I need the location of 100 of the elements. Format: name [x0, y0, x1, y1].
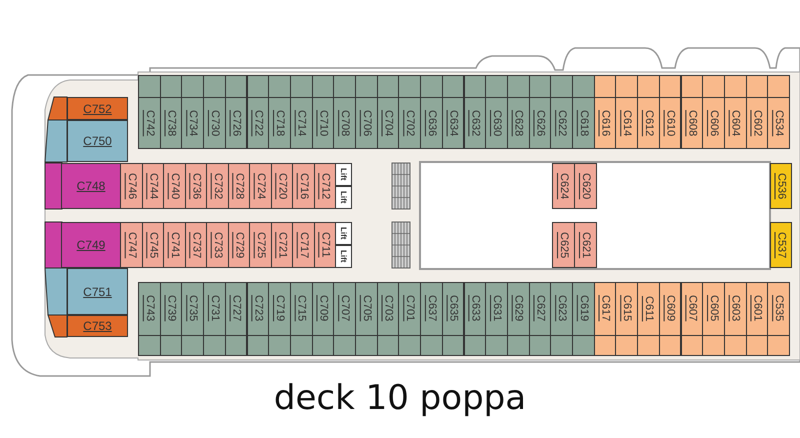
cabin: [206, 163, 228, 209]
cabin: [552, 163, 575, 209]
cabin: [464, 75, 486, 149]
cabin: [290, 75, 313, 149]
cabin: [376, 75, 400, 149]
cabin-number: C535: [773, 295, 784, 322]
cabin: [637, 75, 660, 149]
cabin: [506, 75, 530, 149]
lift-box: [335, 222, 352, 245]
cabin-number: C618: [578, 110, 589, 136]
cabin: [333, 75, 356, 149]
cabin: [658, 75, 682, 149]
cabin: [572, 282, 595, 356]
cabin: [637, 282, 660, 356]
cabin-number: C616: [600, 110, 611, 136]
cabin: [142, 163, 164, 209]
cabin-number: C624: [558, 172, 569, 200]
lift-box: [335, 245, 352, 268]
cabin-number: C617: [600, 295, 611, 322]
cabin: [767, 282, 790, 356]
cabin-number: C607: [686, 295, 698, 322]
cabin-number: C704: [382, 110, 394, 136]
cabin-number: C537: [776, 232, 786, 258]
cabin-number: C602: [751, 110, 762, 136]
cabin: [228, 163, 250, 209]
cabin: [376, 282, 400, 356]
cabin-number: C745: [147, 232, 158, 258]
cabin: [770, 163, 792, 209]
cabin-number: C629: [512, 295, 524, 322]
cabin: [249, 222, 272, 268]
cabin: [268, 75, 291, 149]
cabin-number: C750: [83, 134, 112, 148]
cabin: [464, 282, 486, 356]
cabin-number: C711: [319, 232, 330, 258]
cabin-number: C715: [296, 295, 307, 322]
cabin-number: C746: [126, 172, 137, 200]
cabin-number: C739: [166, 295, 177, 322]
cabin: [615, 75, 638, 149]
cabin: [228, 222, 250, 268]
cabin: [333, 282, 356, 356]
cabin: [680, 75, 704, 149]
cabin-number: C732: [212, 172, 223, 200]
cabin-number: C623: [556, 295, 568, 322]
cabin-number: C731: [208, 295, 220, 322]
cabin: [163, 222, 186, 268]
cabin: [746, 75, 768, 149]
cabin-number: C737: [190, 232, 202, 258]
cabin: [658, 282, 682, 356]
cabin: [312, 282, 334, 356]
cabin-number: C742: [144, 110, 155, 136]
cabin-number: C724: [254, 172, 266, 200]
cabin-number: C705: [360, 295, 372, 322]
cabin-number: C748: [76, 179, 106, 193]
cabin: [355, 282, 378, 356]
cabin-number: C729: [233, 232, 244, 258]
cabin: [442, 75, 464, 149]
cabin: [160, 282, 182, 356]
deck-title: deck 10 poppa: [272, 378, 528, 418]
cabin: [142, 222, 164, 268]
cabin: [160, 75, 182, 149]
cabin-number: C710: [317, 110, 328, 136]
cabin-number: C610: [664, 110, 676, 136]
cabin-number: C633: [469, 295, 480, 322]
lift-label: Lift: [339, 250, 348, 263]
cabin: [572, 75, 595, 149]
cabin-number: C606: [708, 110, 720, 136]
cabin: [292, 222, 314, 268]
cabin-number: C720: [276, 172, 288, 200]
cabin-number: C608: [686, 110, 698, 136]
cabin-number: C730: [208, 110, 220, 136]
cabin-number: C635: [448, 295, 459, 322]
cabin-number: C627: [534, 295, 546, 322]
cabin-number: C630: [491, 110, 502, 136]
cabin: [120, 163, 142, 209]
cabin-number: C738: [166, 110, 177, 136]
cabin-number: C717: [298, 232, 309, 258]
cabin: [770, 222, 792, 268]
cabin-number: C718: [274, 110, 286, 136]
cabin-number: C709: [317, 295, 328, 322]
cabin: [312, 75, 334, 149]
cabin: [574, 163, 597, 209]
cabin-number: C621: [580, 232, 591, 258]
cabin-number: C702: [404, 110, 416, 136]
cabin: [485, 75, 508, 149]
cabin-number: C723: [252, 295, 264, 322]
cabin-number: C615: [621, 295, 632, 322]
cabin: [246, 75, 270, 149]
cabin-number: C733: [212, 232, 223, 258]
cabin-number: C719: [274, 295, 286, 322]
cabin-number: C712: [319, 172, 330, 200]
cabin-number: C734: [187, 110, 198, 136]
cabin: [120, 222, 142, 268]
cabin: [746, 282, 768, 356]
cabin: [680, 282, 704, 356]
cabin-number: C626: [534, 110, 546, 136]
cabin-number: C611: [642, 296, 654, 322]
lift-box: [335, 163, 352, 186]
cabin: [224, 75, 248, 149]
cabin: [552, 222, 575, 268]
cabin: [67, 268, 128, 315]
